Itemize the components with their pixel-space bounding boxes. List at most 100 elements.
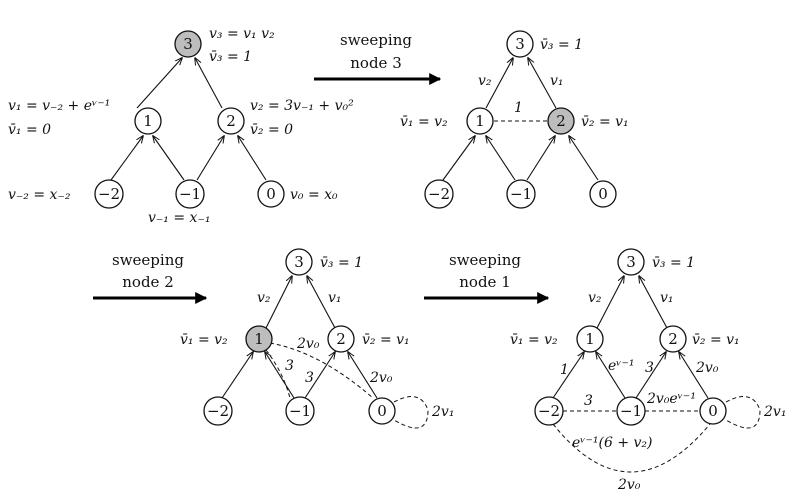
edge-1-to-3 (136, 58, 182, 109)
dashed-selfloop-0 (725, 396, 761, 429)
edge-2-to-3 (307, 276, 336, 329)
edge-label-2v0-exp: 2v₀eᵛ⁻¹ (646, 391, 696, 407)
edge-label-1: 1 (514, 100, 523, 116)
edge-label-3-dashed: 3 (584, 393, 593, 409)
v1-bar: v̄₁ = v₂ (400, 114, 448, 130)
edge-m1-to-2 (635, 352, 666, 399)
step-caption-line2: node 2 (122, 273, 173, 291)
v-minus-2-definition: v₋₂ = x₋₂ (8, 187, 71, 203)
edge-label-2v0-arc: 2v₀ (617, 477, 641, 493)
svg-text:3: 3 (626, 253, 636, 271)
node-3: 3 (617, 248, 645, 276)
node-minus-1: −1 (175, 179, 205, 209)
v3-bar: v̄₃ = 1 (320, 255, 363, 271)
dashed-selfloop-0 (393, 396, 429, 429)
panel-after-node-1: 3 1 2 −2 −1 0 v̄₃ = 1 v₂ v₁ v̄₁ = v₂ v̄₂… (510, 248, 786, 493)
edge-label-exp: eᵛ⁻¹ (608, 358, 635, 374)
edge-m2-to-1 (442, 136, 475, 181)
edge-0-to-2 (569, 136, 599, 181)
edge-label-3-dashed: 3 (285, 358, 294, 374)
svg-text:1: 1 (585, 330, 595, 348)
svg-text:0: 0 (708, 402, 718, 420)
svg-text:3: 3 (183, 35, 193, 53)
node-minus-2: −2 (203, 396, 233, 426)
v1-bar-initial: v̄₁ = 0 (8, 122, 51, 138)
v1-bar: v̄₁ = v₂ (510, 332, 558, 348)
svg-text:1: 1 (475, 112, 485, 130)
edge-m2-to-1 (221, 352, 253, 399)
v3-bar: v̄₃ = 1 (540, 37, 583, 53)
edge-label-2v1-selfloop: 2v₁ (431, 404, 454, 420)
svg-text:2: 2 (556, 112, 566, 130)
step-arrow-sweeping-node-3: sweeping node 3 (314, 31, 442, 85)
node-0: 0 (589, 180, 617, 208)
node-minus-1: −1 (506, 179, 536, 209)
v3-definition: v₃ = v₁ v₂ (209, 26, 275, 42)
step-arrow-sweeping-node-2: sweeping node 2 (93, 251, 208, 304)
svg-text:2: 2 (668, 330, 678, 348)
edge-2-to-3 (639, 276, 668, 329)
edge-label-2v0-dashed: 2v₀ (296, 336, 320, 352)
panel-after-node-3: 3 1 2 −2 −1 0 v̄₃ = 1 v₂ v₁ 1 v̄₁ = v₂ v… (400, 30, 629, 209)
svg-text:−1: −1 (289, 402, 311, 420)
edge-0-to-2 (348, 352, 378, 399)
node-0: 0 (368, 397, 396, 425)
edge-label-exp-6-plus-v2: eᵛ⁻¹(6 + v₂) (572, 435, 653, 451)
step-caption-line1: sweeping (449, 251, 521, 269)
node-2: 2 (659, 325, 687, 353)
svg-text:0: 0 (598, 185, 608, 203)
dashed-edge-1-0 (269, 342, 374, 399)
step-arrow-sweeping-node-1: sweeping node 1 (424, 251, 550, 304)
node-1: 1 (134, 107, 162, 135)
svg-text:−1: −1 (620, 402, 642, 420)
edge-label-2v0: 2v₀ (695, 360, 719, 376)
panel-initial-graph: 3 1 2 −2 −1 0 v₃ = v₁ v₂ v̄₃ = 1 v₁ = v₋… (8, 26, 354, 226)
svg-text:1: 1 (143, 112, 153, 130)
v2-bar: v̄₂ = v₁ (692, 332, 740, 348)
edge-1-to-3 (485, 58, 513, 109)
v2-bar: v̄₂ = v₁ (362, 332, 410, 348)
v3-bar-initial: v̄₃ = 1 (209, 49, 252, 65)
edge-m1-to-1 (265, 352, 295, 399)
node-minus-1: −1 (285, 396, 315, 426)
v2-bar-initial: v̄₂ = 0 (250, 122, 293, 138)
edge-label-v2: v₂ (257, 290, 271, 306)
dashed-edge-1-m1 (265, 349, 291, 399)
svg-text:0: 0 (266, 185, 276, 203)
step-caption-line1: sweeping (112, 251, 184, 269)
edge-m1-to-1 (153, 136, 185, 181)
edge-label-v2: v₂ (588, 290, 602, 306)
node-2: 2 (547, 107, 575, 135)
svg-text:−2: −2 (428, 185, 450, 203)
edge-label-v2: v₂ (478, 73, 492, 89)
edge-label-v1: v₁ (328, 290, 342, 306)
edge-label-v1: v₁ (550, 73, 564, 89)
node-1: 1 (466, 107, 494, 135)
node-1: 1 (576, 325, 604, 353)
edge-m2-to-1 (110, 136, 143, 181)
edge-m1-to-2 (304, 352, 335, 399)
edge-label-3: 3 (305, 370, 314, 386)
svg-text:−1: −1 (510, 185, 532, 203)
svg-text:3: 3 (515, 35, 525, 53)
svg-text:−2: −2 (538, 402, 560, 420)
node-0: 0 (257, 180, 285, 208)
svg-text:1: 1 (254, 330, 264, 348)
edge-m1-to-2 (526, 136, 555, 181)
node-0: 0 (699, 397, 727, 425)
v0-definition: v₀ = x₀ (290, 187, 338, 203)
edge-label-v1: v₁ (660, 290, 674, 306)
v-minus-1-definition: v₋₁ = x₋₁ (148, 210, 210, 226)
dashed-edge-m2-0 (552, 423, 711, 473)
node-1: 1 (245, 325, 273, 353)
svg-text:3: 3 (294, 253, 304, 271)
edge-m2-to-1 (552, 352, 584, 399)
panel-after-node-2: 3 1 2 −2 −1 0 v̄₃ = 1 v₂ v₁ v̄₁ = v₂ v̄₂… (180, 248, 454, 429)
edge-label-2v0: 2v₀ (369, 370, 393, 386)
svg-text:2: 2 (226, 112, 236, 130)
edge-1-to-3 (596, 276, 624, 329)
node-2: 2 (217, 107, 245, 135)
svg-text:2: 2 (336, 330, 346, 348)
node-minus-2: −2 (424, 179, 454, 209)
